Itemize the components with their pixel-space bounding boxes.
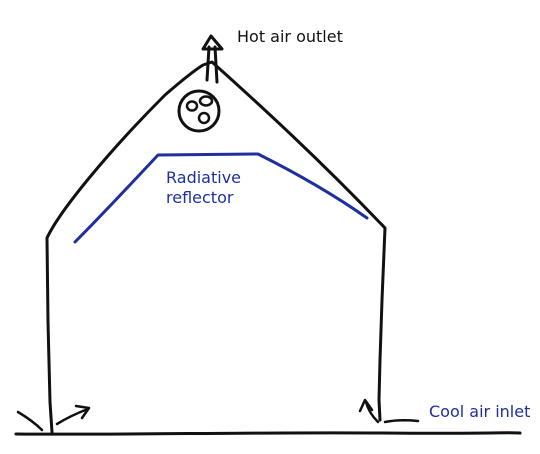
radiative-reflector-label: Radiative reflector xyxy=(166,168,241,208)
radiative-reflector-line xyxy=(73,152,369,244)
fan-icon xyxy=(177,89,221,133)
reflector-label-line1: Radiative xyxy=(166,168,242,187)
ground-line xyxy=(14,431,522,436)
arrow-in-right-icon xyxy=(358,398,420,424)
cool-air-inlet-label: Cool air inlet xyxy=(429,402,531,421)
greenhouse-outline xyxy=(45,60,387,434)
arrow-in-left-icon xyxy=(16,404,91,432)
arrow-up-icon xyxy=(201,34,224,84)
hot-air-outlet-label: Hot air outlet xyxy=(237,27,343,46)
reflector-label-line2: reflector xyxy=(166,188,234,207)
